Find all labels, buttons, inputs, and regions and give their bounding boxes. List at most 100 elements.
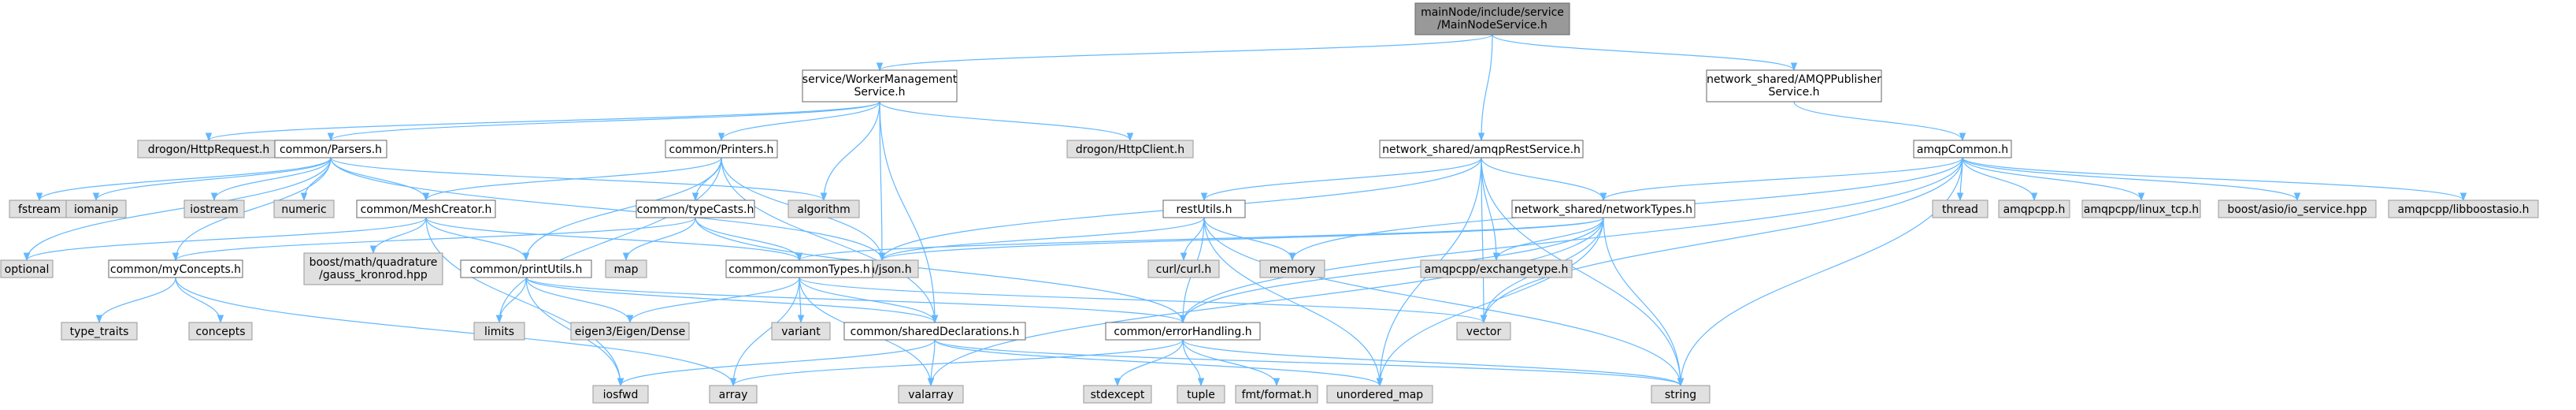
graph-node-drogonclient: drogon/HttpClient.h xyxy=(1066,140,1194,158)
edge-amqpcommon-to-string xyxy=(1677,157,1963,387)
edges-layer xyxy=(23,34,2467,387)
edge-errorhandling-to-stdexcept xyxy=(1114,339,1184,387)
edge-wms-to-algorithm xyxy=(820,101,880,202)
graph-node-printutils[interactable]: common/printUtils.h xyxy=(460,259,592,278)
edge-parsers-to-meshcreator xyxy=(330,157,430,202)
edge-typecasts-to-commontypes xyxy=(695,217,803,262)
edge-parsers-to-fstream xyxy=(35,157,332,202)
node-box xyxy=(473,322,525,341)
edge-amqprest-to-vector xyxy=(1480,157,1488,324)
node-box xyxy=(108,259,243,278)
graph-node-meshcreator[interactable]: common/MeshCreator.h xyxy=(356,199,496,218)
graph-node-concepts: concepts xyxy=(188,322,253,341)
node-box xyxy=(1932,199,1989,218)
node-box xyxy=(1379,140,1584,158)
graph-node-shareddecl[interactable]: common/sharedDeclarations.h xyxy=(843,322,1026,341)
node-label: amqpCommon.h xyxy=(1917,144,2008,156)
node-box xyxy=(725,259,873,278)
node-label: boost/math/quadrature xyxy=(309,256,438,269)
graph-node-numeric: numeric xyxy=(273,199,335,218)
node-box xyxy=(592,385,649,404)
edge-myconcepts-to-array xyxy=(175,277,737,387)
graph-node-curl: curl/curl.h xyxy=(1147,259,1220,278)
node-label: network_shared/AMQPPublisher xyxy=(1707,73,1881,86)
graph-node-amqpcommon[interactable]: amqpCommon.h xyxy=(1913,140,2012,158)
node-label: tuple xyxy=(1187,389,1215,401)
node-box xyxy=(2218,199,2377,218)
graph-node-parsers[interactable]: common/Parsers.h xyxy=(274,140,387,158)
graph-node-errorhandling[interactable]: common/errorHandling.h xyxy=(1105,322,1261,341)
node-label: optional xyxy=(5,263,50,276)
node-label: common/errorHandling.h xyxy=(1114,326,1251,338)
graph-node-string: string xyxy=(1651,385,1711,404)
node-label: variant xyxy=(781,326,821,338)
edge-printutils-to-eigen xyxy=(525,277,634,324)
node-box xyxy=(273,199,335,218)
graph-node-boostasio: boost/asio/io_service.hpp xyxy=(2218,199,2377,218)
edge-wms-to-drogonreq xyxy=(206,101,880,142)
graph-node-unorderedmap: unordered_map xyxy=(1326,385,1433,404)
graph-node-stdexcept: stdexcept xyxy=(1083,385,1152,404)
node-box xyxy=(2081,199,2201,218)
graph-node-myconcepts[interactable]: common/myConcepts.h xyxy=(108,259,243,278)
node-box xyxy=(1456,322,1511,341)
node-box xyxy=(356,199,496,218)
graph-node-nettypes[interactable]: network_shared/networkTypes.h xyxy=(1511,199,1696,218)
edge-amqprest-to-nettypes xyxy=(1481,157,1607,202)
graph-node-limits: limits xyxy=(473,322,525,341)
node-label: common/sharedDeclarations.h xyxy=(851,326,1020,338)
graph-node-libboostasio: amqpcpp/libboostasio.h xyxy=(2388,199,2539,218)
edge-parsers-to-optional xyxy=(23,157,332,262)
graph-node-main[interactable]: mainNode/include/service/MainNodeService… xyxy=(1414,2,1570,35)
edge-wms-to-shareddecl xyxy=(879,101,939,324)
edge-nettypes-to-valarray xyxy=(927,217,1604,387)
node-box xyxy=(1420,259,1573,278)
edge-printers-to-typecasts xyxy=(691,157,722,202)
node-box xyxy=(898,385,964,404)
node-label: common/MeshCreator.h xyxy=(361,203,492,216)
graph-node-printers[interactable]: common/Printers.h xyxy=(665,140,778,158)
graph-node-restutils[interactable]: restUtils.h xyxy=(1162,199,1246,218)
node-label: algorithm xyxy=(797,203,851,216)
node-label: numeric xyxy=(281,203,326,216)
graph-node-fstream: fstream xyxy=(9,199,70,218)
graph-node-typecasts[interactable]: common/typeCasts.h xyxy=(636,199,755,218)
edge-parsers-to-iomanip xyxy=(92,157,332,202)
node-label: /gauss_kronrod.hpp xyxy=(319,269,428,281)
edge-commontypes-to-eigen xyxy=(626,277,800,324)
node-box xyxy=(665,140,778,158)
graph-node-amqprest[interactable]: network_shared/amqpRestService.h xyxy=(1379,140,1584,158)
node-label: memory xyxy=(1269,263,1316,276)
edge-meshcreator-to-commontypes xyxy=(425,217,803,262)
graph-node-drogonreq: drogon/HttpRequest.h xyxy=(137,140,280,158)
node-box xyxy=(1511,199,1696,218)
graph-node-iosfwd: iosfwd xyxy=(592,385,649,404)
edge-errorhandling-to-string xyxy=(1182,339,1685,387)
graph-node-typetraits: type_traits xyxy=(61,322,138,341)
edge-typecasts-to-myconcepts xyxy=(172,217,696,262)
graph-node-exchangetype: amqpcpp/exchangetype.h xyxy=(1420,259,1573,278)
edge-meshcreator-to-iosfwd xyxy=(425,217,625,387)
edge-printutils-to-limits xyxy=(495,277,527,324)
edge-shareddecl-to-valarray xyxy=(927,339,936,387)
edge-printers-to-printutils xyxy=(522,157,722,262)
edge-printutils-to-errorhandling xyxy=(525,277,1187,324)
edge-meshcreator-to-optional xyxy=(23,217,427,262)
edge-errorhandling-to-array xyxy=(729,339,1184,387)
edge-meshcreator-to-boostmath xyxy=(369,217,427,255)
node-box xyxy=(802,69,958,102)
node-box xyxy=(1414,2,1570,35)
edge-restutils-to-unorderedmap xyxy=(1203,217,1384,387)
graph-node-boostmath: boost/math/quadrature/gauss_kronrod.hpp xyxy=(303,252,443,285)
graph-node-commontypes[interactable]: common/commonTypes.h xyxy=(725,259,873,278)
edge-commontypes-to-shareddecl xyxy=(799,277,939,324)
edge-myconcepts-to-concepts xyxy=(175,277,224,324)
edge-main-to-amqprest xyxy=(1477,34,1493,142)
node-label: concepts xyxy=(195,326,245,338)
node-label: amqpcpp/libboostasio.h xyxy=(2397,203,2529,216)
edge-amqpcommon-to-vector xyxy=(1480,157,1963,324)
node-label: common/myConcepts.h xyxy=(110,263,241,276)
edge-wms-to-printers xyxy=(717,101,880,142)
